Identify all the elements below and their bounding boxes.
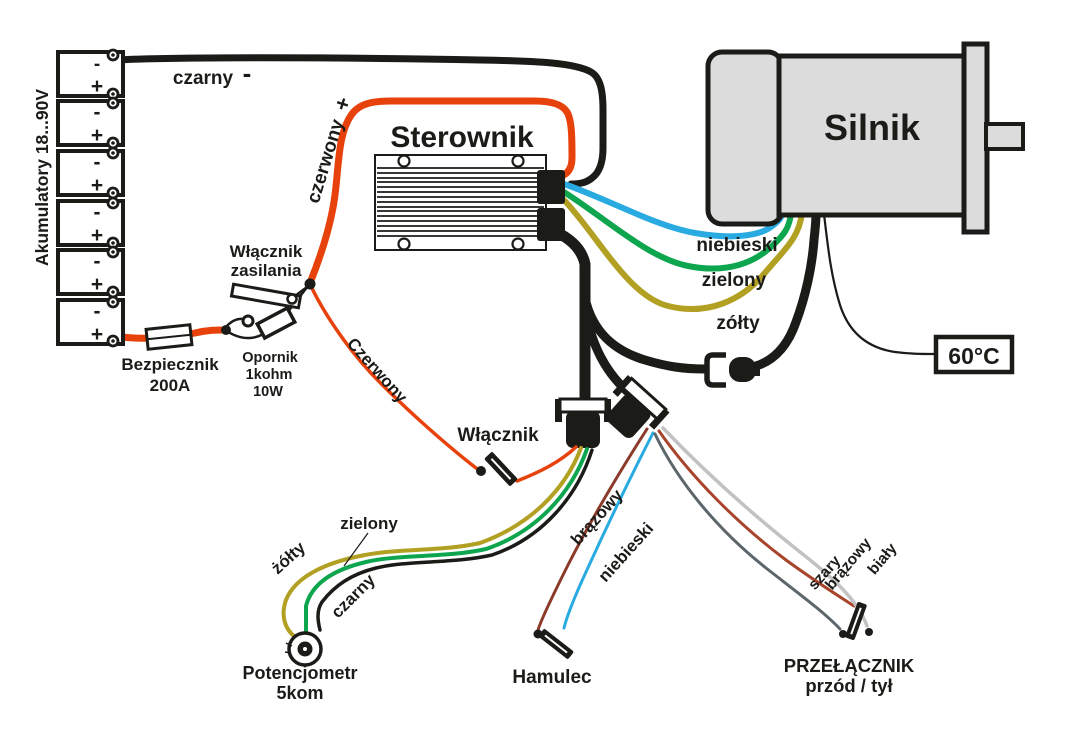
brake-brown-label: brązowy: [567, 485, 627, 549]
junction-dot-fuse: [221, 325, 231, 335]
svg-text:+: +: [91, 224, 103, 247]
switch-stub: [294, 286, 308, 297]
fuse-label-1: Bezpiecznik: [121, 355, 219, 374]
svg-text:-: -: [94, 54, 100, 75]
phase-wire-black-left: [580, 293, 710, 374]
pot-green-label: zielony: [340, 514, 398, 533]
svg-text:Czerwony: Czerwony: [343, 334, 411, 407]
resistor-label-2: 1kohm: [246, 367, 293, 383]
throttle-wire-orange: [515, 445, 578, 483]
main-harness-cable: [548, 225, 591, 402]
brake-blue-label: niebieski: [595, 519, 658, 586]
svg-text:Akumulatory 18...90V: Akumulatory 18...90V: [32, 89, 52, 266]
svg-text:+: +: [91, 75, 103, 98]
svg-text:-: -: [94, 151, 101, 174]
motor-shaft: [984, 122, 1025, 151]
potentiometer-symbol: [284, 631, 323, 667]
direction-label-2: przód / tył: [805, 675, 892, 696]
motor-flange: [961, 41, 990, 235]
battery-negative-wire: [111, 54, 607, 188]
main-switch-label-1: Włącznik: [230, 242, 303, 261]
screw-hole: [397, 154, 411, 168]
negative-wire-label: czarny: [173, 68, 234, 89]
pot-label-2: 5kom: [276, 683, 323, 703]
svg-text:-: -: [94, 201, 101, 224]
battery-positive-wire-lower: [111, 326, 228, 342]
svg-text:+: +: [91, 174, 103, 197]
screw-hole: [511, 237, 525, 251]
direction-contact-dot-right: [865, 628, 873, 636]
fuse-label-2: 200A: [150, 376, 191, 395]
direction-label-1: PRZEŁĄCZNIK: [784, 655, 915, 676]
battery-pack: - + - + - + - + - + - +: [56, 48, 125, 348]
direction-wire-brown: [657, 429, 856, 608]
pot-wire-yellow: [281, 446, 583, 639]
junction-dot-main: [304, 278, 316, 290]
svg-text:niebieski: niebieski: [595, 519, 658, 586]
svg-text:brązowy: brązowy: [567, 485, 627, 549]
switch-pivot-contact: [286, 293, 298, 305]
phase-wire-yellow: [561, 197, 805, 312]
brake-direction-connector: [606, 375, 670, 438]
main-switch-label-2: zasilania: [231, 261, 302, 280]
resistor-label-3: 10W: [253, 384, 283, 400]
resistor-label-1: Opornik: [242, 350, 299, 366]
motor-body: [705, 41, 1025, 235]
temp-sensor-box: [933, 334, 1015, 375]
svg-text:+: +: [91, 323, 103, 346]
direction-wire-white: [661, 426, 869, 628]
aux-switch-label: Włącznik: [457, 425, 539, 446]
svg-text:+: +: [91, 124, 103, 147]
thin-red-wire: [308, 282, 478, 470]
temp-label: 60°C: [948, 343, 999, 369]
throttle-connector: [555, 397, 611, 448]
svg-text:-: -: [94, 300, 101, 323]
phase-green-label: zielony: [702, 270, 767, 291]
main-power-switch-lever: [229, 282, 303, 310]
positive-wire-label: czerwony +: [303, 94, 356, 206]
phase-plug-connector: [704, 352, 760, 388]
controller-box: [374, 154, 565, 251]
svg-text:+: +: [91, 273, 103, 296]
phase-blue-label: niebieski: [696, 235, 777, 256]
aux-switch-contact-dot: [476, 466, 486, 476]
battery-label: Akumulatory 18...90V: [32, 89, 52, 266]
pot-wire-black: [316, 448, 594, 632]
battery-positive-wire-loop: [306, 97, 576, 287]
screw-hole: [511, 154, 525, 168]
controller-terminal-lower: [537, 208, 565, 241]
pot-wire-green: [304, 447, 589, 634]
brake-wire-blue: [562, 431, 655, 630]
svg-text:-: -: [94, 101, 101, 124]
svg-text:+: +: [328, 94, 356, 114]
direction-contact-dot-left: [839, 630, 847, 638]
screw-hole: [397, 237, 411, 251]
resistor-symbol: [254, 305, 298, 341]
controller-title: Sterownik: [390, 121, 534, 154]
svg-text:-: -: [94, 250, 101, 273]
brake-wire-brown: [536, 427, 649, 632]
pot-label-1: Potencjometr: [242, 663, 357, 683]
battery-terminals: [106, 48, 120, 348]
brake-label: Hamulec: [512, 667, 592, 688]
fuse-symbol: [144, 323, 194, 351]
temp-sensor-wire: [822, 212, 938, 356]
phase-wire-black-right: [748, 209, 821, 372]
pot-yellow-label: żółty: [268, 538, 310, 578]
brake-switch-lever: [538, 629, 574, 659]
controller-fins: [377, 167, 544, 237]
direction-switch-lever: [845, 601, 867, 641]
direction-wire-gray: [653, 432, 842, 631]
zielony-leader-line: [343, 532, 369, 567]
negative-wire-sign: -: [243, 58, 252, 88]
phase-yellow-label: zółty: [716, 313, 760, 334]
controller-terminal-upper: [537, 170, 565, 204]
switch-open-contact: [241, 314, 255, 328]
motor-title: Silnik: [824, 107, 921, 148]
svg-text:żółty: żółty: [268, 538, 310, 578]
aux-switch-lever: [484, 452, 518, 486]
phase-wire-green: [561, 189, 794, 272]
thin-red-wire-label: Czerwony: [343, 334, 411, 407]
